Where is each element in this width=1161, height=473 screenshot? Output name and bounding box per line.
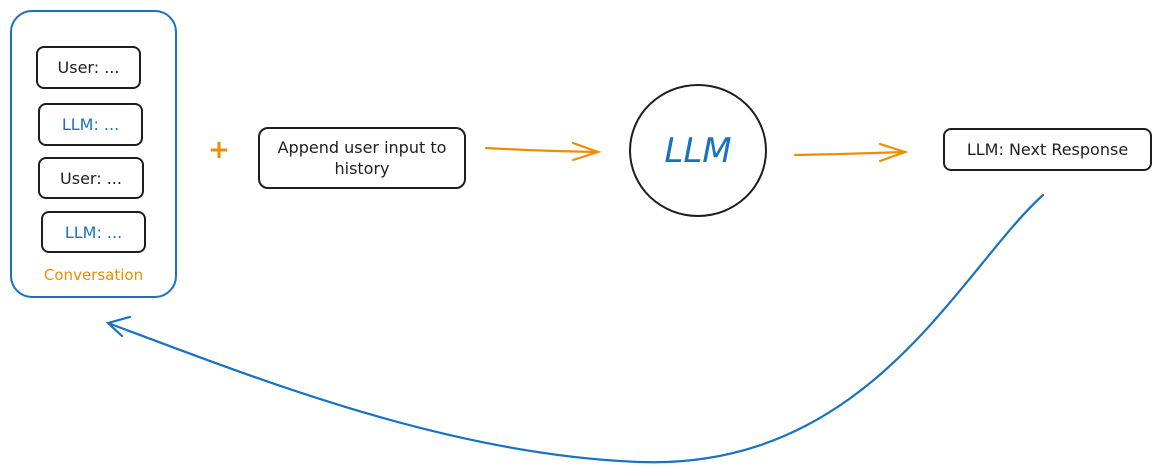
append-step-line1: Append user input to (277, 138, 447, 157)
llm-node: LLM (629, 84, 767, 217)
message-text: LLM: ... (64, 222, 123, 242)
message-text: LLM: ... (61, 115, 120, 134)
conversation-label: Conversation (43, 266, 144, 284)
message-user-2: User: ... (38, 157, 144, 199)
llm-label: LLM (664, 130, 732, 171)
conversation-container (10, 10, 177, 298)
arrow-response-to-conversation (105, 193, 1045, 464)
arrow-llm-to-response (793, 142, 909, 163)
message-llm-2: LLM: ... (41, 211, 146, 253)
plus-icon: + (208, 135, 230, 165)
next-response-box: LLM: Next Response (943, 128, 1152, 171)
arrow-append-to-llm (484, 141, 602, 162)
message-llm-1: LLM: ... (38, 103, 143, 146)
message-text: User: ... (60, 168, 122, 188)
message-text: User: ... (57, 58, 120, 77)
append-step-line2: history (334, 159, 390, 178)
next-response-label: LLM: Next Response (966, 140, 1129, 159)
message-user-1: User: ... (36, 46, 141, 89)
append-step-box: Append user input to history (258, 127, 466, 189)
